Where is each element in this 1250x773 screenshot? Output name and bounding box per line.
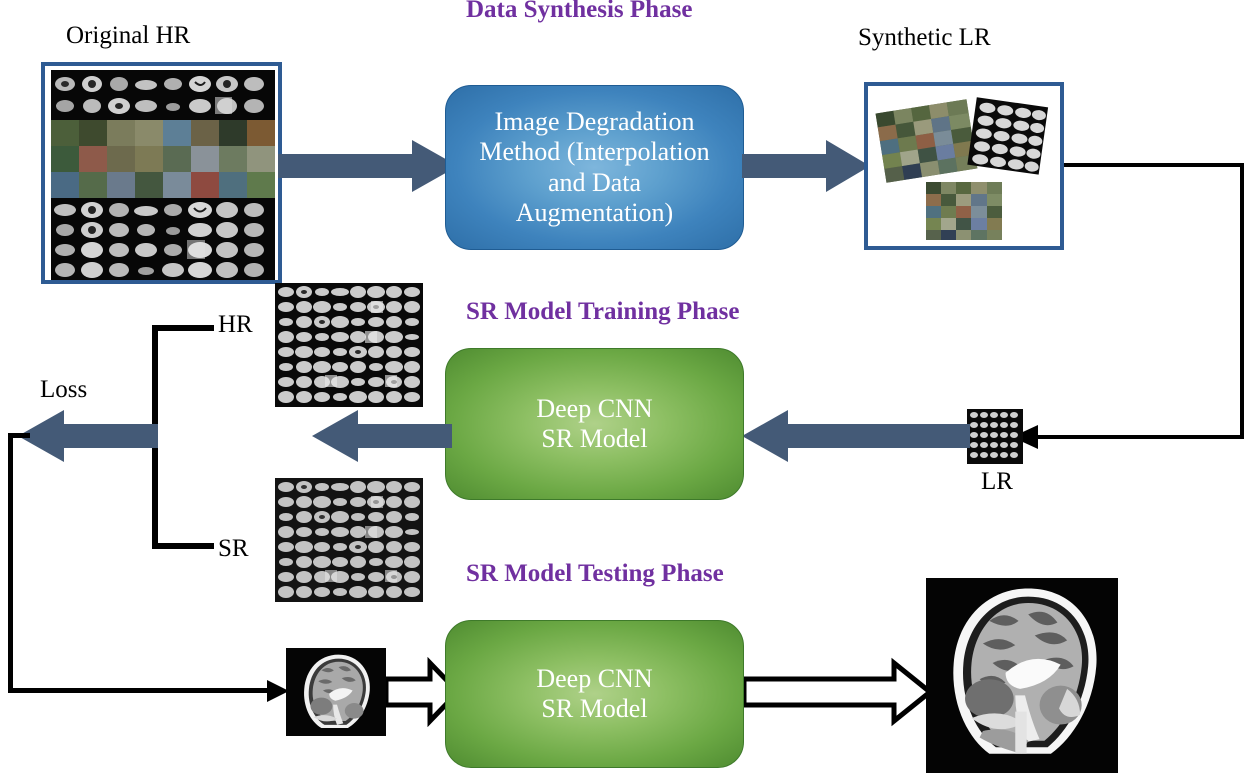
connector-right-to-lr (1035, 435, 1244, 439)
label-lr: LR (981, 468, 1013, 495)
label-loss: Loss (40, 376, 88, 403)
hr-image-grid-icon (275, 478, 423, 602)
deep-cnn-sr-model-test-label: Deep CNN SR Model (536, 663, 653, 723)
hr-training-thumbnail-panel (275, 283, 423, 407)
brain-mri-icon (286, 648, 386, 736)
label-sr: SR (218, 535, 249, 562)
lr-thumbnail-panel (967, 409, 1023, 464)
original-hr-dataset-panel (41, 62, 282, 284)
arrowhead-to-test-input-icon (267, 680, 289, 702)
synthetic-lr-panel (864, 82, 1064, 250)
connector-loss-stub (8, 433, 30, 438)
lr-image-grid-icon (868, 86, 1060, 246)
image-degradation-box-label: Image Degradation Method (Interpolation … (479, 107, 710, 227)
test-input-mri-panel (286, 648, 386, 736)
arrow-to-loss (18, 410, 158, 462)
arrowhead-to-lr-icon (1012, 424, 1038, 450)
hr-image-grid-icon (275, 283, 423, 407)
label-original-hr: Original HR (66, 22, 191, 49)
arrow-test-input-to-cnn (386, 657, 458, 727)
bracket-hr-arm (152, 325, 214, 331)
connector-left-to-test-input (8, 688, 276, 693)
brain-mri-icon (967, 409, 1023, 464)
deep-cnn-sr-model-test-box[interactable]: Deep CNN SR Model (445, 620, 744, 768)
output-mri-panel (926, 578, 1118, 773)
sr-training-thumbnail-panel (275, 478, 423, 602)
arrow-degradation-to-synthetic-lr (742, 140, 870, 192)
deep-cnn-sr-model-train-label: Deep CNN SR Model (536, 393, 653, 453)
connector-right-vertical (1240, 163, 1244, 437)
title-sr-model-testing-phase: SR Model Testing Phase (466, 560, 724, 587)
title-data-synthesis-phase: Data Synthesis Phase (466, 0, 693, 23)
connector-left-vertical (8, 433, 13, 693)
hr-image-grid-icon (51, 70, 275, 280)
label-synthetic-lr: Synthetic LR (858, 24, 991, 51)
title-sr-model-training-phase: SR Model Training Phase (466, 298, 740, 325)
deep-cnn-sr-model-train-box[interactable]: Deep CNN SR Model (445, 348, 744, 500)
arrow-hr-to-degradation (278, 140, 458, 192)
label-hr: HR (218, 311, 253, 338)
arrow-cnn-train-to-outputs (312, 410, 452, 462)
connector-synthetic-lr-right (1064, 163, 1244, 167)
arrow-lr-to-cnn-train (742, 410, 970, 462)
brain-mri-icon (926, 578, 1118, 773)
bracket-sr-arm (152, 543, 214, 549)
arrow-cnn-to-output-mri (744, 657, 930, 727)
image-degradation-box[interactable]: Image Degradation Method (Interpolation … (445, 85, 744, 250)
